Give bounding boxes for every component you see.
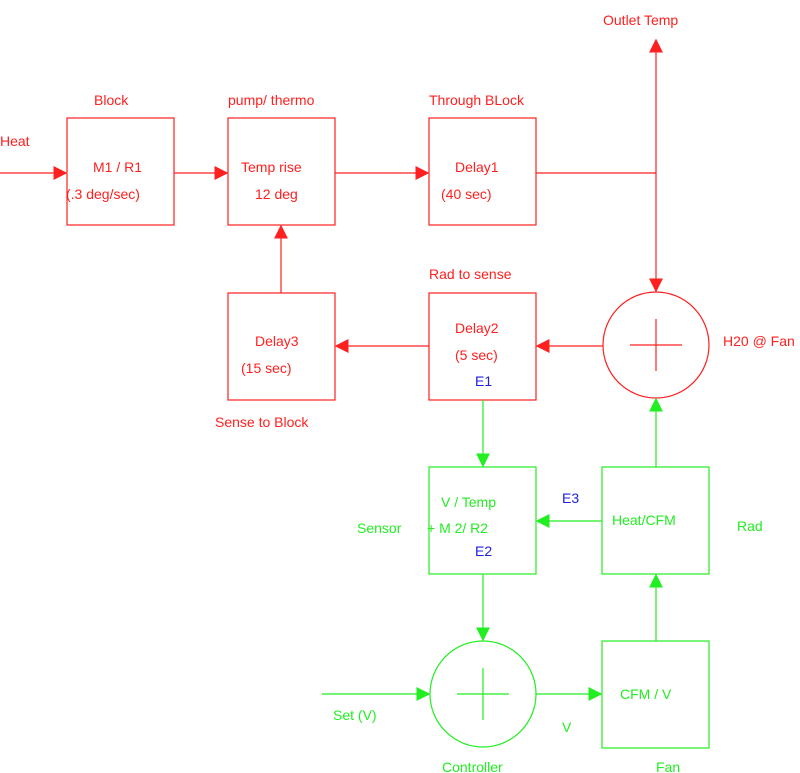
control-labels: Sensor V / Temp + M 2/ R2 Heat/CFM Rad S… [333, 494, 763, 773]
pump-line2: 12 deg [255, 186, 298, 202]
delay3-line1: Delay3 [255, 333, 299, 349]
pump-line1: Temp rise [241, 159, 302, 175]
block-line2: (.3 deg/sec) [66, 186, 140, 202]
rad-label: Rad [737, 518, 763, 534]
sense-to-block-caption: Sense to Block [215, 414, 309, 430]
delay1-line2: (40 sec) [441, 186, 492, 202]
thermal-labels: Heat Block M1 / R1 (.3 deg/sec) pump/ th… [0, 12, 795, 430]
delay2-line2: (5 sec) [455, 347, 498, 363]
tag-e3: E3 [562, 490, 579, 506]
block-title: Block [94, 92, 129, 108]
error-tags: E1 E2 E3 [475, 373, 579, 559]
delay2-line1: Delay2 [455, 320, 499, 336]
sensor-label: Sensor [357, 520, 402, 536]
delay3-line2: (15 sec) [241, 360, 292, 376]
set-v-label: Set (V) [333, 707, 377, 723]
v-label: V [562, 719, 572, 735]
tag-e1: E1 [475, 373, 492, 389]
outlet-temp-label: Outlet Temp [603, 12, 678, 28]
block-box [66, 117, 175, 226]
heat-label: Heat [0, 133, 30, 149]
delay1-box [428, 117, 537, 226]
fan-line1: CFM / V [620, 686, 672, 702]
sensor-line2: + M 2/ R2 [427, 520, 488, 536]
heat-cfm-line1: Heat/CFM [612, 512, 676, 528]
h2o-fan-label: H20 @ Fan [723, 333, 795, 349]
delay1-line1: Delay1 [455, 159, 499, 175]
tag-e2: E2 [475, 543, 492, 559]
control-section [322, 397, 710, 749]
sensor-line1: V / Temp [441, 494, 496, 510]
rad-to-sense-title: Rad to sense [429, 266, 512, 282]
block-line1: M1 / R1 [93, 159, 142, 175]
fan-caption: Fan [656, 759, 680, 773]
through-block-title: Through BLock [429, 92, 525, 108]
controller-label: Controller [442, 759, 503, 773]
pump-title: pump/ thermo [228, 92, 315, 108]
